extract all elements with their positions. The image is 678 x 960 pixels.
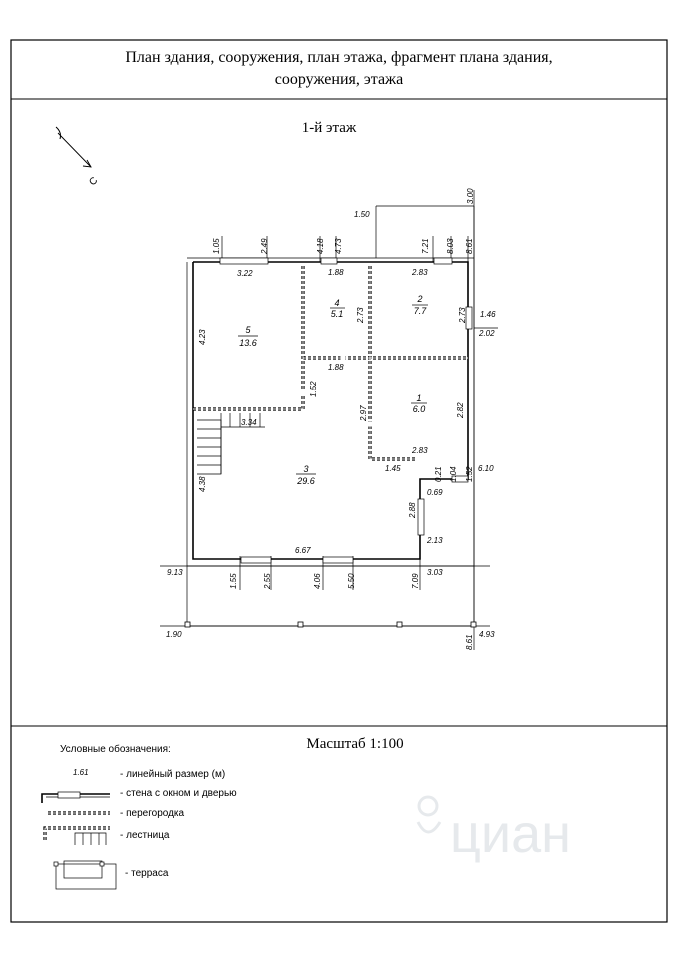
dim-label: 6.10 (478, 464, 494, 473)
room-number: 4 (334, 298, 339, 308)
dim-label: 9.13 (167, 568, 183, 577)
dim-label: 6.67 (295, 546, 311, 555)
legend-item-dimension: - линейный размер (м) (120, 769, 225, 780)
dim-label: 4.23 (198, 329, 207, 345)
dim-label: 4.18 (316, 238, 325, 254)
stair (197, 413, 265, 475)
dim-label: 4.93 (479, 630, 495, 639)
dim-label: 1.52 (309, 381, 318, 397)
dim-label: 3.00 (466, 188, 475, 204)
dim-label: 8.61 (465, 238, 474, 254)
outer-walls (192, 257, 473, 564)
dim-label: 2.83 (411, 268, 428, 277)
dim-label: 1.46 (480, 310, 496, 319)
dim-label: 7.09 (411, 573, 420, 589)
dim-label: 7.21 (421, 238, 430, 254)
room-5: 5 13.6 (238, 325, 258, 348)
legend-item-stair: - лестница (120, 830, 170, 841)
dim-label: 2.13 (426, 536, 443, 545)
dim-label: 8.03 (446, 238, 455, 254)
dim-label: 1.52 (465, 466, 474, 482)
room-area: 13.6 (239, 338, 257, 348)
room-number: 1 (416, 393, 421, 403)
dim-label: 2.83 (411, 446, 428, 455)
room-number: 2 (416, 294, 422, 304)
legend-wall-icon (41, 791, 110, 803)
dim-label: 0.21 (434, 466, 443, 482)
partitions (193, 266, 468, 461)
legend-terrace-icon (53, 860, 117, 890)
watermark-text: циан (450, 804, 571, 864)
dim-label: 2.73 (356, 307, 365, 324)
dim-label: 0.69 (427, 488, 443, 497)
dim-label: 1.88 (328, 268, 344, 277)
legend-item-wall: - стена с окном и дверью (120, 788, 237, 799)
room-area: 5.1 (331, 309, 344, 319)
dim-label: 5.50 (347, 573, 356, 589)
dim-label: 3.34 (241, 418, 257, 427)
room-area: 6.0 (413, 404, 426, 414)
dim-label: 1.05 (212, 238, 221, 254)
north-label: С (87, 175, 100, 188)
scale-label: Масштаб 1:100 (306, 736, 403, 752)
dim-label: 1.90 (166, 630, 182, 639)
room-number: 3 (303, 464, 308, 474)
dim-label: 2.82 (456, 402, 465, 419)
dim-label: 2.73 (458, 307, 467, 324)
legend-title: Условные обозначения: (60, 743, 171, 755)
room-1: 1 6.0 (411, 393, 427, 414)
dim-label: 1.45 (385, 464, 401, 473)
dimension-labels: 3.00 1.50 1.05 2.49 4.18 4.73 7.21 8.03 … (166, 188, 498, 650)
legend: Условные обозначения: 1.61 - линейный ра… (41, 743, 237, 890)
room-4: 4 5.1 (330, 298, 345, 319)
watermark-logo: циан (416, 795, 571, 864)
dim-label: 2.49 (260, 238, 269, 255)
dim-label: 2.02 (478, 329, 495, 338)
room-number: 5 (245, 325, 251, 335)
dim-label: 2.88 (408, 502, 417, 519)
dim-label: 2.97 (359, 405, 368, 422)
dim-label: 4.06 (313, 573, 322, 589)
dim-label: 3.22 (237, 269, 253, 278)
north-arrow-icon: С (55, 126, 100, 188)
room-2: 2 7.7 (412, 294, 428, 316)
legend-symbol-dimension: 1.61 (73, 768, 89, 777)
dim-label: 1.88 (328, 363, 344, 372)
legend-stair-icon (43, 826, 110, 845)
header-title-line1: План здания, сооружения, план этажа, фра… (125, 49, 552, 66)
legend-item-partition: - перегородка (120, 808, 185, 819)
dim-label: 1.04 (449, 466, 458, 482)
dim-label: 4.73 (334, 238, 343, 254)
dim-label: 1.55 (229, 573, 238, 589)
dim-label: 1.50 (354, 210, 370, 219)
dim-label: 2.55 (263, 573, 272, 590)
legend-item-terrace: - терраса (125, 868, 169, 879)
dim-label: 8.61 (465, 634, 474, 650)
dim-label: 3.03 (427, 568, 443, 577)
room-area: 7.7 (414, 306, 428, 316)
header-title-line2: сооружения, этажа (275, 71, 403, 88)
dim-label: 4.38 (198, 476, 207, 492)
floor-label: 1-й этаж (302, 120, 357, 136)
room-area: 29.6 (296, 476, 315, 486)
terrace (160, 190, 490, 650)
outer-frame (10, 39, 668, 923)
room-3: 3 29.6 (296, 464, 316, 486)
